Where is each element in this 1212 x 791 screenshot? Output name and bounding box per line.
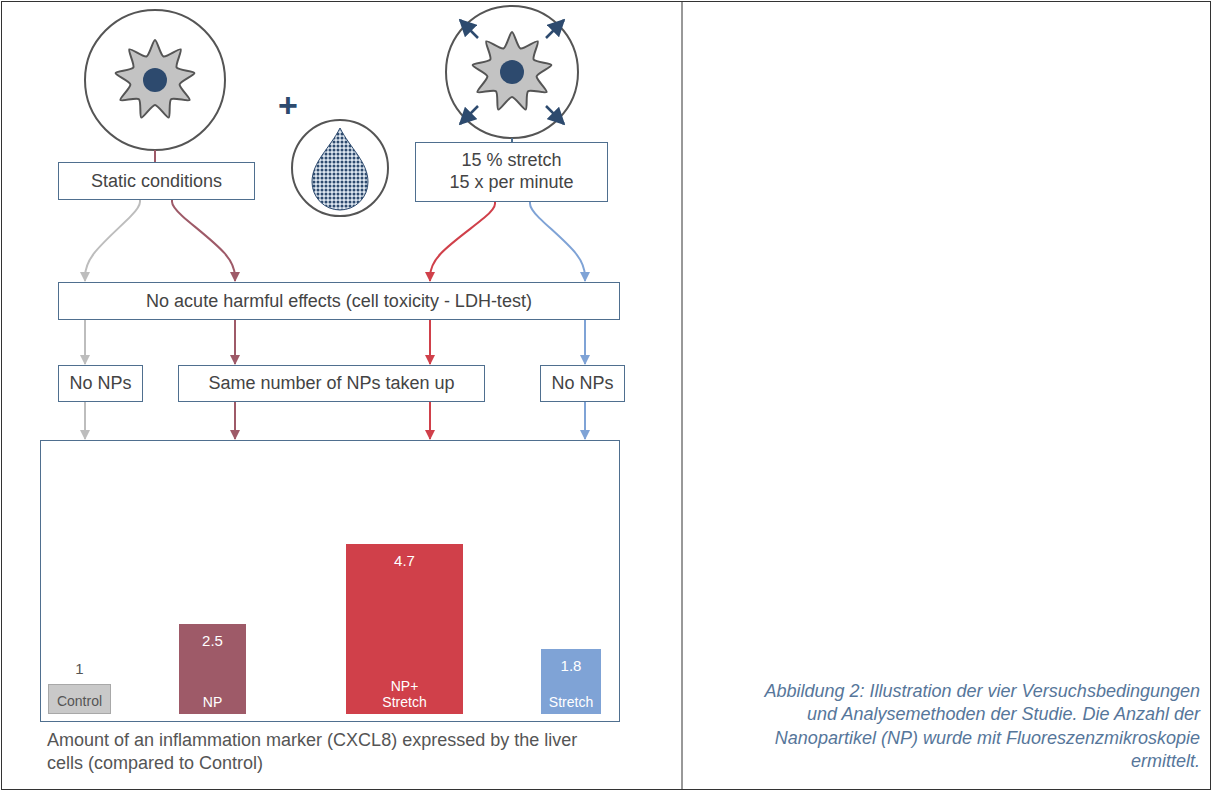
result-box: No NPs — [58, 365, 143, 402]
flow-arrow — [429, 320, 431, 364]
bar-value: 1 — [75, 660, 83, 677]
bar-label: Stretch — [549, 694, 593, 710]
box-label: No NPs — [551, 373, 613, 394]
condition-box: 15 % stretch 15 x per minute — [415, 142, 608, 202]
stretched-cell — [473, 32, 552, 110]
nanoparticle-droplet — [312, 128, 368, 210]
stretch-arrow — [546, 20, 564, 38]
axis-caption: Amount of an inflammation marker (CXCL8)… — [47, 729, 612, 776]
flow-arrow — [234, 320, 236, 364]
result-box: Same number of NPs taken up — [178, 365, 485, 402]
box-label: Static conditions — [91, 171, 222, 192]
cell-body — [473, 32, 552, 110]
chart-bar: 4.7NP+ Stretch — [346, 544, 463, 714]
static-cell — [116, 40, 195, 118]
leader-line — [154, 150, 156, 162]
cell-frame — [446, 6, 578, 138]
flow-arrow — [234, 402, 236, 439]
droplet-frame — [292, 120, 388, 216]
bar-label: NP — [203, 694, 222, 710]
flow-arrow — [429, 402, 431, 439]
result-box: No NPs — [540, 365, 625, 402]
stretch-arrow — [460, 20, 478, 38]
box-label: No NPs — [69, 373, 131, 394]
chart-bar: 1Control — [48, 684, 111, 714]
chart-bar: 1.8Stretch — [541, 649, 601, 714]
bar-label: Control — [57, 693, 102, 709]
stretch-arrow — [460, 106, 478, 124]
plus-sign: + — [278, 88, 298, 122]
flow-arrow — [84, 320, 86, 364]
bar-chart: 1Control2.5NP4.7NP+ Stretch1.8StretchAmo… — [40, 440, 620, 722]
bar-value: 1.8 — [561, 657, 582, 674]
result-box: No acute harmful effects (cell toxicity … — [58, 282, 620, 320]
cell-body — [116, 40, 195, 118]
flow-arrow — [172, 200, 235, 281]
flow-arrow — [84, 402, 86, 439]
chart-bar: 2.5NP — [179, 624, 246, 714]
table-divider — [682, 2, 683, 790]
flow-arrow — [584, 402, 586, 439]
cell-nucleus — [500, 60, 524, 84]
box-label: 15 % stretch 15 x per minute — [445, 150, 579, 193]
figure-caption: Abbildung 2: Illustration der vier Versu… — [755, 680, 1200, 774]
bar-label: NP+ Stretch — [376, 678, 434, 710]
stretch-arrow — [546, 106, 564, 124]
box-label: Same number of NPs taken up — [208, 373, 454, 394]
flow-arrow — [430, 202, 495, 281]
box-label: No acute harmful effects (cell toxicity … — [146, 291, 532, 312]
flow-arrow — [85, 200, 140, 281]
cell-frame — [85, 10, 225, 150]
condition-box: Static conditions — [58, 162, 255, 200]
flow-arrow — [530, 202, 585, 281]
cell-nucleus — [143, 68, 167, 92]
bar-value: 4.7 — [394, 552, 415, 569]
bar-value: 2.5 — [202, 632, 223, 649]
flow-arrow — [584, 320, 586, 364]
